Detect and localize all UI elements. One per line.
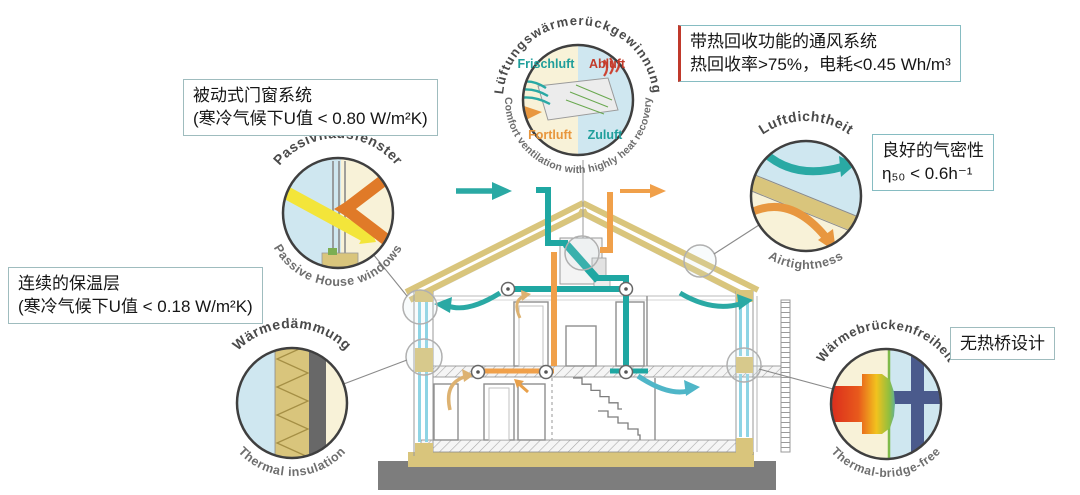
spec-box-thermal-bridge: 无热桥设计 [950, 327, 1055, 361]
wall-layer [309, 349, 326, 457]
staircase [573, 377, 641, 440]
fresh-air-squiggles [524, 80, 551, 106]
spec-box-insulation: 连续的保温层 (寒冷气候下U值 < 0.18 W/m²K) [8, 267, 263, 324]
callout-ventilation: Frischluft Abluft Fortluft Zuluft Lüftun… [458, 0, 698, 223]
frischluft-label: Frischluft [518, 57, 576, 71]
spec-box-ventilation: 带热回收功能的通风系统 热回收率>75%，电耗<0.45 Wh/m³ [678, 25, 961, 82]
insulation-spec-line1: 连续的保温层 [18, 274, 120, 293]
ventilation-spec-line2: 热回收率>75%，电耗<0.45 Wh/m³ [690, 55, 951, 75]
window-glazing [418, 302, 421, 348]
callout-thermal-bridge: Wärmebrückenfreiheit Thermal-bridge-free [766, 292, 1006, 495]
thermal-bridge-circle-graphic [832, 350, 940, 458]
inside-air-arrow [752, 202, 832, 243]
spec-box-airtightness: 良好的气密性 η₅₀ < 0.6h⁻¹ [872, 134, 994, 191]
fortluft-label: Fortluft [528, 128, 573, 142]
zuluft-label: Zuluft [588, 128, 624, 142]
ventilation-circle-graphic [524, 46, 632, 154]
thermography-heat-blob [832, 374, 895, 434]
windows-circle-graphic [284, 159, 392, 267]
door-frame [433, 383, 459, 441]
highlight-unit-detail [564, 235, 600, 271]
fresh-air-intake-arrow [456, 182, 512, 200]
closet [565, 325, 597, 367]
floor-insulation [408, 452, 754, 467]
airtightness-circle-ring [749, 139, 863, 253]
insulation-zigzag [275, 349, 310, 457]
highlight-thermal-bridge-detail [726, 347, 762, 383]
callout-windows: Passivhausfenster Passive House windows [218, 101, 458, 336]
window-frame [321, 252, 359, 267]
highlight-window-detail [402, 289, 438, 325]
ventilation-spec-line1: 带热回收功能的通风系统 [690, 32, 877, 51]
highlight-airtightness-detail [683, 244, 717, 278]
airtightness-spec-line1: 良好的气密性 [882, 141, 984, 160]
fortluft-wedge [524, 106, 542, 120]
insulation-circle-graphic [238, 349, 346, 457]
room-supply-arrows [434, 290, 753, 396]
windows-spec-line2: (寒冷气候下U值 < 0.80 W/m²K) [193, 109, 428, 129]
callout-insulation: Wärmedämmung Thermal insulation [172, 291, 412, 495]
insulation-spec-line2: (寒冷气候下U值 < 0.18 W/m²K) [18, 297, 253, 317]
thermal-bridge-spec-line1: 无热桥设计 [960, 334, 1045, 353]
airtightness-spec-line2: η₅₀ < 0.6h⁻¹ [882, 164, 973, 184]
insulation-circle-ring [235, 346, 349, 460]
ventilation-circle-ring [521, 43, 635, 157]
windows-spec-line1: 被动式门窗系统 [193, 86, 312, 105]
left-wall [413, 290, 434, 456]
detail-highlight-circles [402, 235, 762, 383]
windows-circle-ring [281, 156, 395, 270]
callout-airtightness: Luftdichtheit Airtightness [686, 84, 926, 319]
room-extract-arrows [446, 290, 531, 411]
bottom-slab [420, 439, 738, 453]
abluft-label: Abluft [589, 57, 626, 71]
highlight-insulation-detail [405, 338, 443, 376]
spec-box-windows: 被动式门窗系统 (寒冷气候下U值 < 0.80 W/m²K) [183, 79, 438, 136]
window-glazing [739, 302, 742, 356]
airtightness-arc-top: Luftdichtheit [756, 108, 856, 137]
airtightness-circle-graphic [752, 142, 860, 250]
exhaust-air-out-arrow [620, 184, 666, 198]
door-frame [517, 383, 546, 441]
solar-gain-arrow [284, 180, 370, 242]
connector-lines [340, 224, 834, 390]
supply-air-ducts [506, 187, 648, 374]
svg-text:Luftdichtheit: Luftdichtheit [756, 108, 857, 137]
door-frame [615, 301, 645, 367]
window-mullion [911, 350, 924, 458]
ventilation-valves [470, 281, 634, 380]
thermal-bridge-circle-ring [829, 347, 943, 461]
